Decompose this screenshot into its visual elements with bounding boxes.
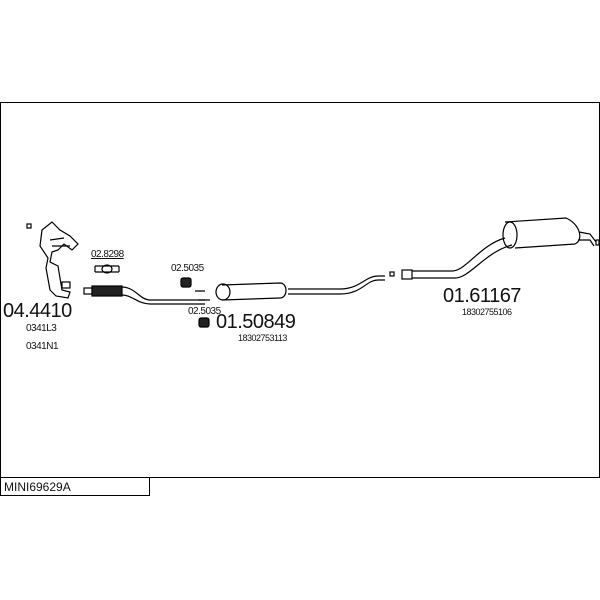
part-ref: 0341L3 <box>26 323 57 334</box>
part-number: 02.8298 <box>91 249 124 260</box>
rear-silencer-icon <box>401 217 600 280</box>
part-number: 01.61167 <box>443 285 521 307</box>
part-number: 04.4410 <box>3 300 72 322</box>
part-number: 02.5035 <box>171 263 204 274</box>
rubber-mount-icon <box>180 277 210 328</box>
gasket-icon <box>26 223 32 229</box>
part-ref: 18302755106 <box>462 307 512 317</box>
part-ref: 0341N1 <box>26 341 59 352</box>
part-number: 02.5035 <box>188 306 221 317</box>
catalytic-manifold-icon <box>39 221 79 299</box>
diagram-id-label: MINI69629A <box>0 477 150 496</box>
part-number: 01.50849 <box>216 311 296 333</box>
clamp-02-8298-icon <box>94 264 120 274</box>
front-pipe-icon <box>83 285 205 305</box>
part-ref: 18302753113 <box>238 333 287 343</box>
middle-silencer-icon <box>215 271 395 301</box>
